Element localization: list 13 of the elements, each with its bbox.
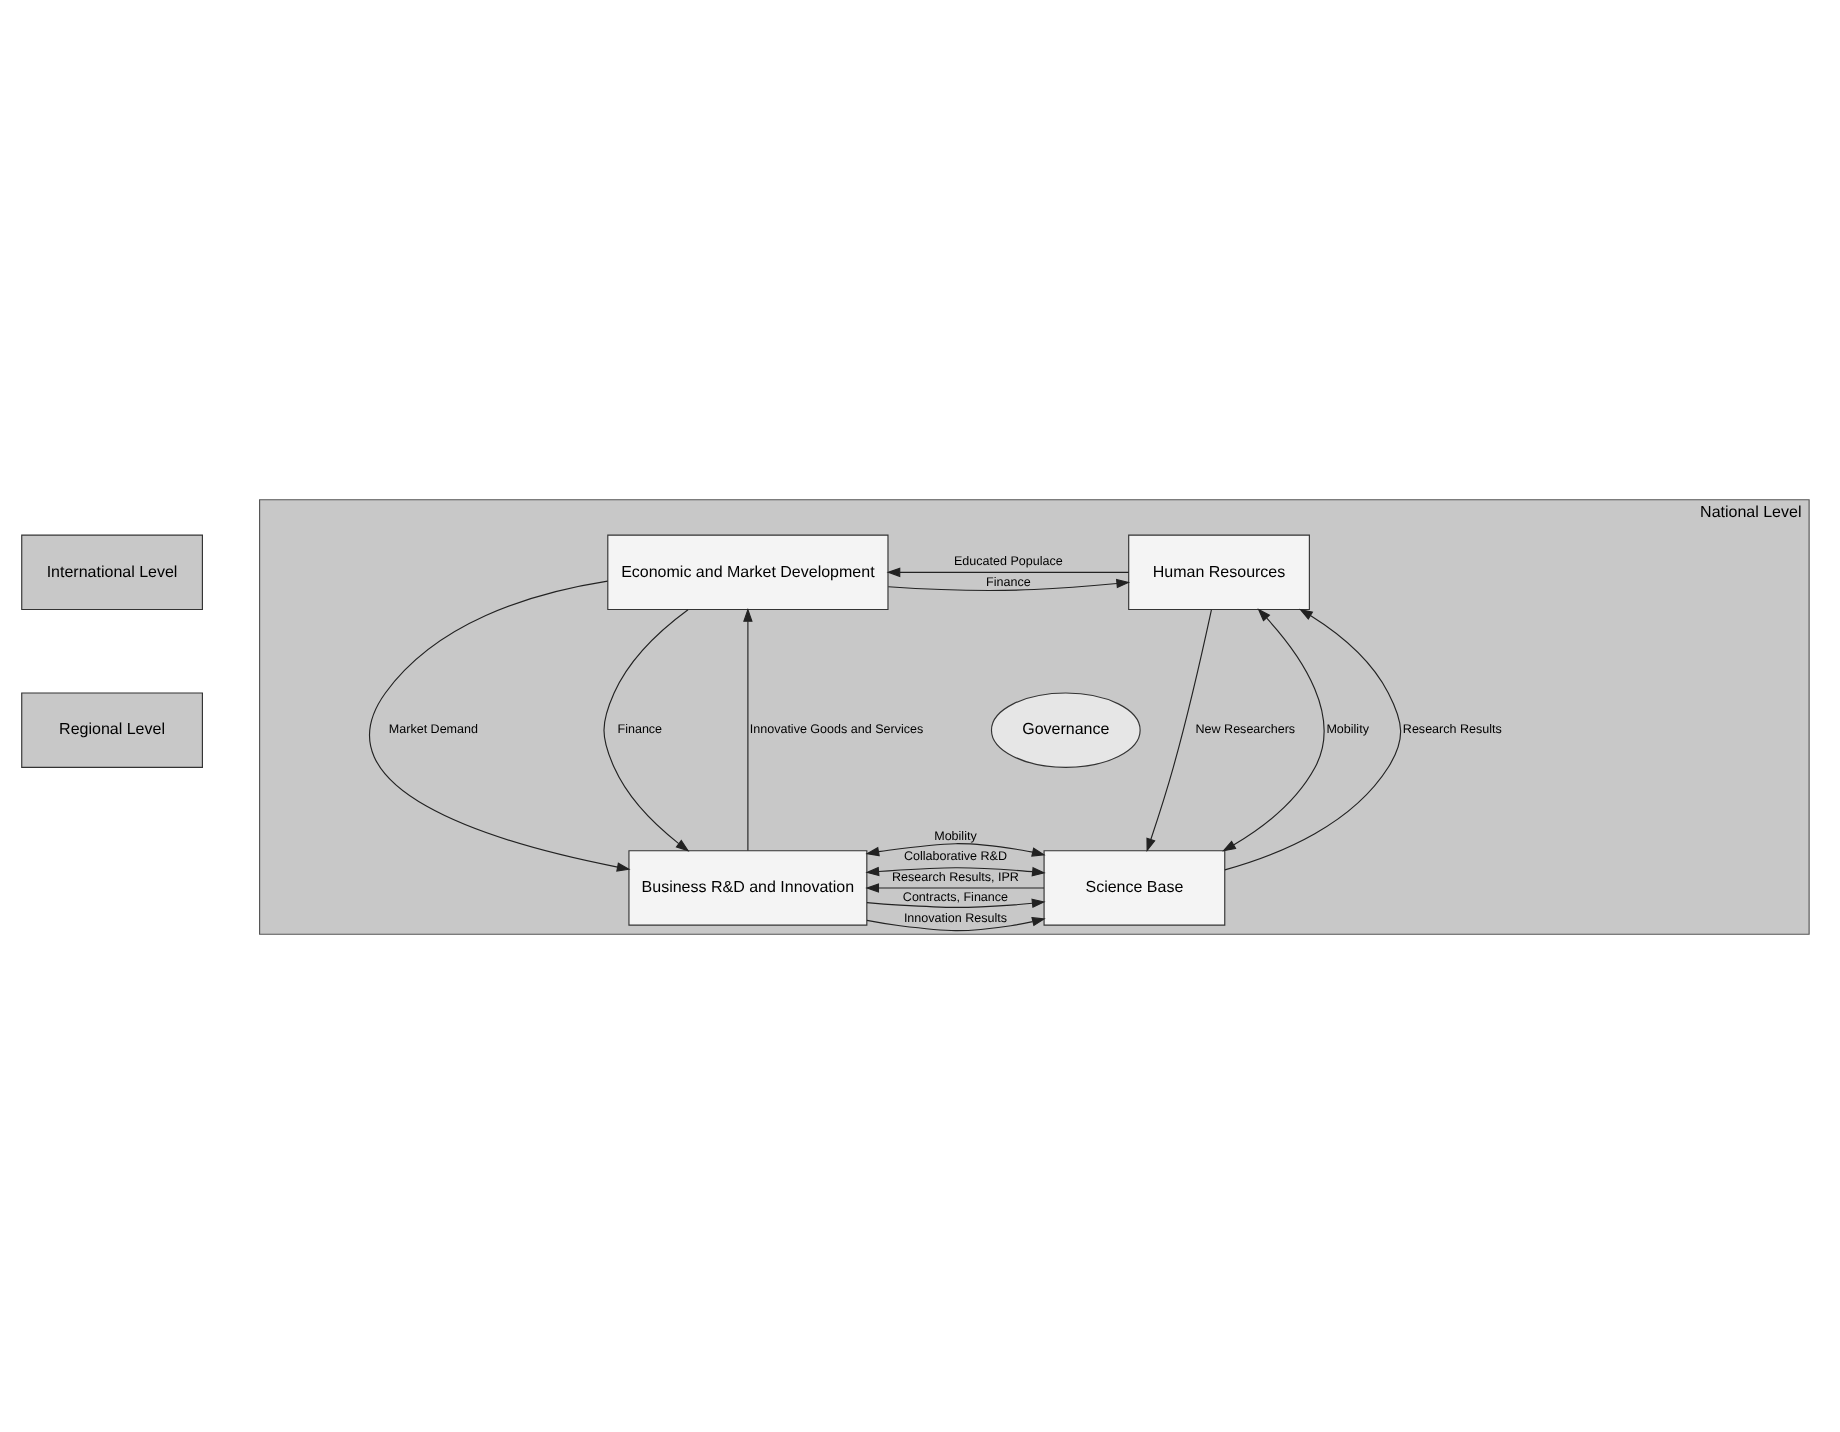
arrow <box>1224 607 1402 870</box>
arrow <box>865 842 1046 856</box>
arrow <box>866 916 1046 931</box>
arrow <box>603 608 690 851</box>
arrow <box>1222 607 1325 851</box>
arrow <box>865 882 1045 892</box>
arrow <box>887 577 1131 591</box>
arrow <box>743 607 753 850</box>
arrow <box>866 897 1046 908</box>
arrow <box>886 566 1130 577</box>
arrow <box>1146 608 1212 852</box>
arrow <box>865 865 1046 876</box>
arrow <box>369 579 631 871</box>
